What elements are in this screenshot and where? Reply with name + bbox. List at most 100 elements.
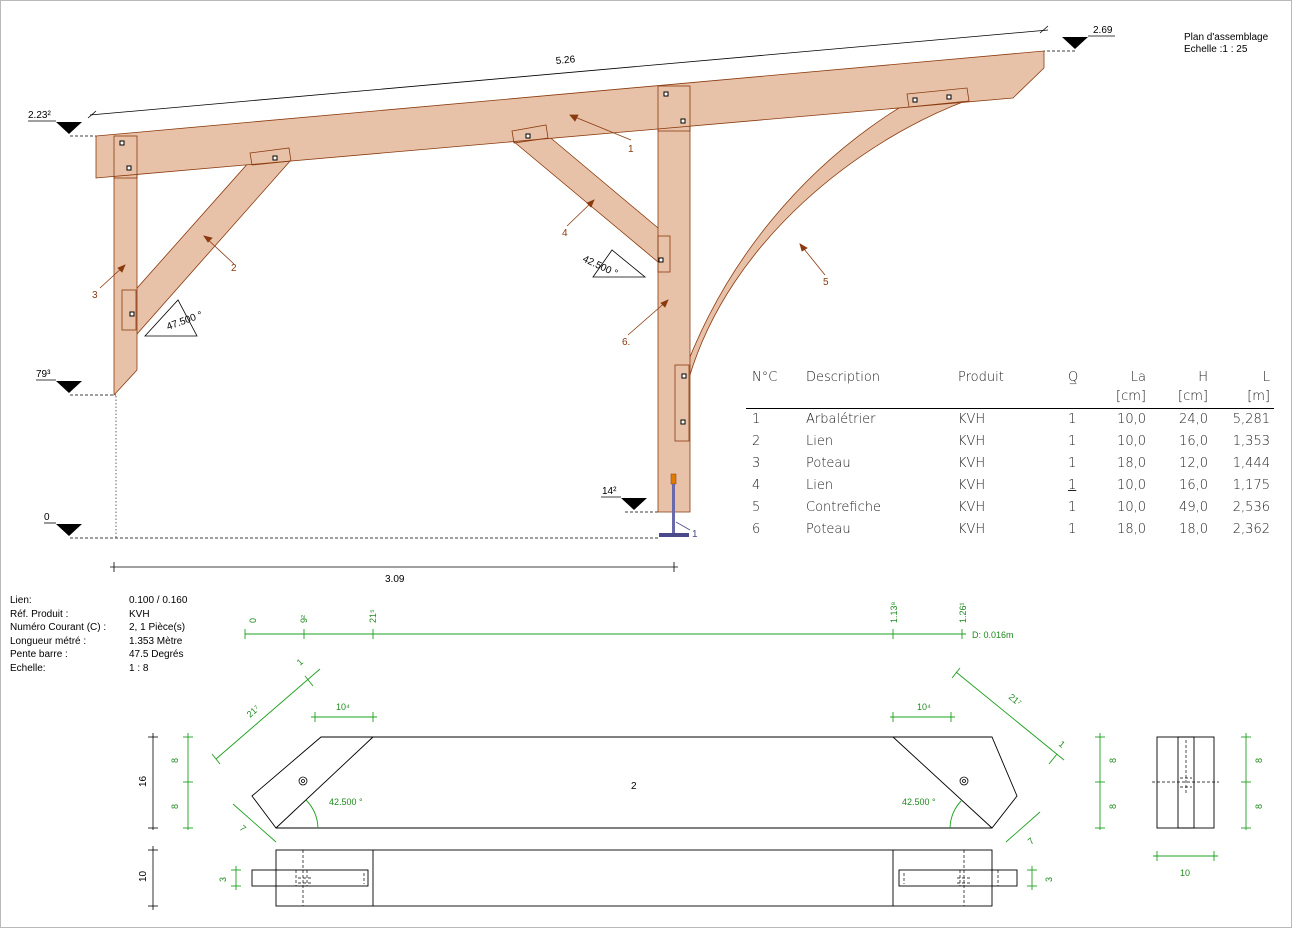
info-key: Pente barre : — [10, 649, 68, 660]
bill-of-materials: N°C Description Produit Q̲ La [cm] H [cm… — [746, 368, 1274, 544]
row-prod: KVH — [958, 412, 986, 427]
diag-left: 21⁷ — [245, 703, 262, 719]
col-la: La — [1130, 370, 1146, 385]
info-row: Pente barre :47.5 Degrés — [10, 648, 187, 662]
row-qty: 1 — [1068, 456, 1077, 471]
row-prod: KVH — [958, 522, 986, 537]
row-la: 18,0 — [1117, 522, 1146, 537]
seg-left: 10⁴ — [336, 702, 350, 712]
title-block: Plan d'assemblage Echelle :1 : 25 — [1184, 32, 1268, 56]
row-prod: KVH — [958, 434, 986, 449]
info-key: Numéro Courant (C) : — [10, 622, 107, 633]
plan-title: Plan d'assemblage — [1184, 32, 1269, 43]
level-eave-left: 2.23² — [28, 110, 51, 121]
row-la: 18,0 — [1117, 456, 1146, 471]
col-h-unit: [cm] — [1178, 389, 1208, 404]
col-l-unit: [m] — [1247, 389, 1270, 404]
diag-right: 21⁷ — [1007, 692, 1024, 708]
row-qty: 1 — [1068, 478, 1077, 493]
info-value: 2, 1 Pièce(s) — [129, 622, 186, 633]
info-row: Longueur métré :1.353 Mètre — [10, 635, 187, 649]
row-h: 18,0 — [1179, 522, 1208, 537]
row-h: 16,0 — [1179, 434, 1208, 449]
row-l: 2,536 — [1232, 500, 1270, 515]
row-qty: 1 — [1068, 434, 1077, 449]
info-row: Numéro Courant (C) : 2, 1 Pièce(s) — [10, 621, 187, 635]
info-value: KVH — [129, 608, 150, 620]
row-nc: 5 — [752, 500, 761, 515]
dim-top-2: 21⁵ — [368, 609, 378, 623]
tenon-right: 3 — [1044, 877, 1054, 882]
tenon-left: 3 — [218, 877, 228, 882]
row-desc: Poteau — [806, 456, 851, 471]
row-desc: Contrefiche — [806, 500, 881, 515]
height-total: 16 — [138, 775, 149, 787]
row-h: 49,0 — [1179, 500, 1208, 515]
info-key: Lien: — [10, 595, 32, 606]
sec-left-a: 8 — [1108, 758, 1118, 763]
post-anchor — [659, 473, 689, 537]
col-qty: Q̲ — [1068, 370, 1079, 385]
small-right: 1 — [1057, 739, 1067, 750]
col-prod: Produit — [958, 370, 1004, 385]
bom-row: 1 Arbalétrier KVH 1 10,0 24,0 5,281 — [746, 412, 1274, 434]
callout-1: 1 — [628, 144, 634, 155]
callout-2: 2 — [231, 263, 237, 274]
seg-right: 10⁴ — [917, 702, 931, 712]
dim-top-0: 0 — [248, 618, 258, 623]
col-la-unit: [cm] — [1116, 389, 1146, 404]
member-5-contrefiche — [675, 99, 969, 396]
dim-rafter-length: 5.26 — [555, 54, 576, 67]
row-la: 10,0 — [1117, 434, 1146, 449]
plan-width: 10 — [138, 870, 149, 882]
bom-row: 3 Poteau KVH 1 18,0 12,0 1,444 — [746, 456, 1274, 478]
height-half-a: 8 — [170, 758, 180, 763]
row-desc: Arbalétrier — [806, 412, 876, 427]
piece-number: 2 — [631, 781, 637, 792]
row-desc: Lien — [806, 434, 834, 449]
bom-row: 4 Lien KVH 1 10,0 16,0 1,175 — [746, 478, 1274, 500]
row-nc: 3 — [752, 456, 761, 471]
section-width: 10 — [1180, 868, 1190, 878]
sec-left-b: 8 — [1108, 804, 1118, 809]
callout-4: 4 — [562, 228, 568, 239]
info-key: Echelle: — [10, 662, 46, 674]
dim-top-3: 1.13⁸ — [889, 601, 899, 623]
row-nc: 1 — [752, 412, 761, 427]
row-la: 10,0 — [1117, 478, 1146, 493]
level-zero: 0 — [44, 512, 50, 523]
row-prod: KVH — [958, 456, 986, 471]
dim-top-4: 1.26¹ — [958, 602, 968, 623]
sec-right-a: 8 — [1254, 758, 1264, 763]
row-qty: 1 — [1068, 522, 1077, 537]
row-l: 2,362 — [1232, 522, 1270, 537]
info-key: Longueur métré : — [10, 635, 87, 647]
info-key: Réf. Produit : — [10, 608, 69, 620]
col-l: L — [1262, 370, 1270, 385]
row-prod: KVH — [958, 500, 986, 515]
member-1-arbaletrier — [95, 50, 1045, 179]
level-mid: 79³ — [36, 369, 51, 380]
member-2-lien — [121, 151, 292, 335]
angle-detail-left: 42.500 ° — [329, 797, 363, 807]
row-h: 12,0 — [1179, 456, 1208, 471]
info-row: Réf. Produit : KVH — [10, 608, 187, 622]
row-h: 16,0 — [1179, 478, 1208, 493]
info-row: Lien:0.100 / 0.160 — [10, 594, 187, 608]
angle-right: 42.500 ° — [581, 254, 620, 280]
row-l: 1,175 — [1232, 478, 1270, 493]
seven-right: 7 — [1026, 836, 1036, 847]
row-nc: 6 — [752, 522, 761, 537]
row-nc: 4 — [752, 478, 761, 493]
plan-scale: Echelle :1 : 25 — [1184, 44, 1248, 55]
row-la: 10,0 — [1117, 500, 1146, 515]
row-prod: KVH — [958, 478, 986, 493]
info-value: 1 : 8 — [129, 662, 149, 674]
row-qty: 1 — [1068, 500, 1077, 515]
row-l: 5,281 — [1232, 412, 1270, 427]
row-l: 1,444 — [1232, 456, 1270, 471]
callout-anchor: 1 — [692, 529, 698, 540]
level-post: 14² — [602, 486, 617, 497]
level-ridge: 2.69 — [1093, 25, 1113, 36]
seven-left: 7 — [238, 823, 248, 834]
